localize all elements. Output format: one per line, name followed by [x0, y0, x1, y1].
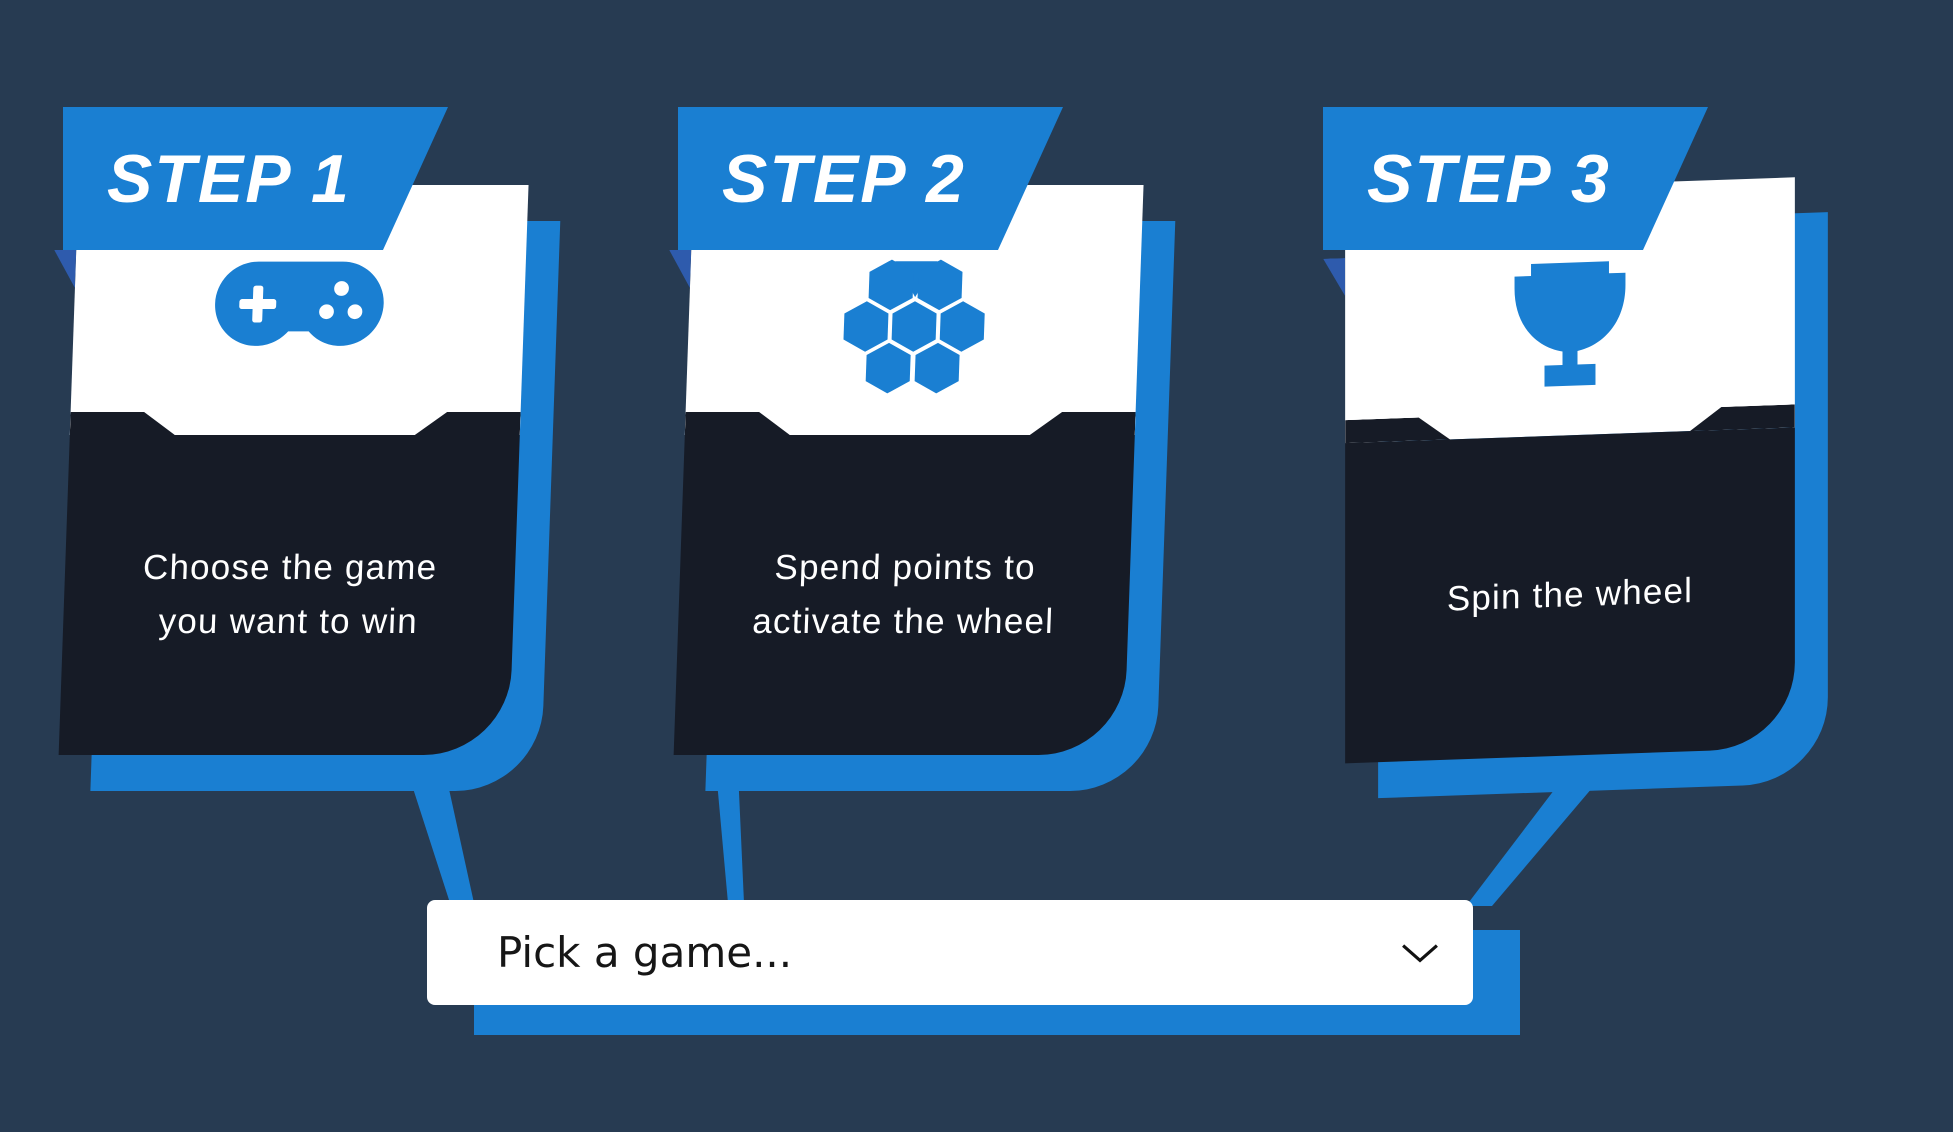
step-card-1: Choose the game you want to win STEP 1 — [85, 0, 561, 810]
step-description: Spend points to activate the wheel — [751, 547, 1055, 641]
step-description: Choose the game you want to win — [142, 547, 439, 641]
trophy-icon — [1345, 241, 1795, 443]
banner-fold — [668, 250, 691, 288]
step-label: STEP 1 — [107, 140, 351, 217]
game-picker: Pick a game... — [427, 900, 1520, 1035]
chevron-down-icon — [1402, 943, 1438, 962]
card-icon-panel — [684, 185, 1144, 435]
card-body: Spend points to activate the wheel — [673, 185, 1144, 755]
step-banner: STEP 2 — [678, 107, 1063, 250]
step-card-3: Spin the wheel STEP 3 — [1345, 0, 1828, 810]
card-body: Spin the wheel — [1345, 177, 1795, 764]
step-label: STEP 2 — [722, 140, 966, 217]
card-text-panel: Choose the game you want to win — [58, 435, 520, 755]
step-banner: STEP 3 — [1323, 107, 1708, 250]
banner-fold — [1323, 258, 1345, 297]
gamepad-icon — [70, 249, 526, 435]
card-body: Choose the game you want to win — [58, 185, 529, 755]
step-label: STEP 3 — [1367, 140, 1611, 217]
step-banner: STEP 1 — [63, 107, 448, 250]
step-description: Spin the wheel — [1446, 570, 1694, 619]
card-text-panel: Spin the wheel — [1345, 427, 1795, 764]
hexagon-cluster-icon — [685, 249, 1141, 435]
picker-placeholder: Pick a game... — [497, 928, 793, 977]
card-icon-panel — [69, 185, 529, 435]
step-card-2: Spend points to activate the wheel STEP … — [700, 0, 1176, 810]
card-icon-panel — [1345, 177, 1795, 444]
card-text-panel: Spend points to activate the wheel — [673, 435, 1135, 755]
banner-fold — [53, 250, 76, 288]
game-picker-select[interactable]: Pick a game... — [427, 900, 1473, 1005]
